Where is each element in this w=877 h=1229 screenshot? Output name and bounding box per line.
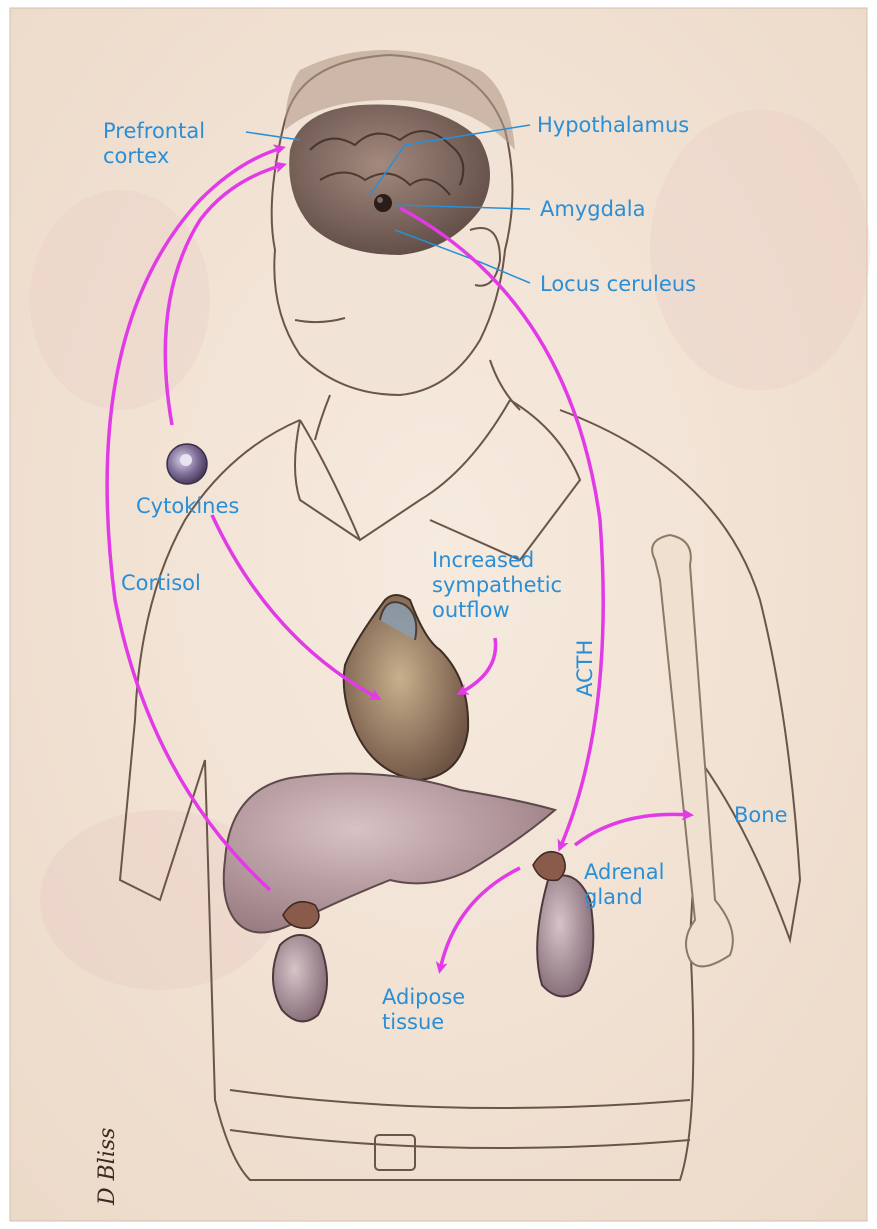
- artist-signature: D Bliss: [95, 1128, 120, 1205]
- label-adipose-tissue: Adipose tissue: [382, 985, 465, 1035]
- label-cortisol: Cortisol: [121, 571, 201, 596]
- cytokine-cell: [167, 444, 207, 484]
- label-amygdala: Amygdala: [540, 197, 645, 222]
- label-locus-ceruleus: Locus ceruleus: [540, 272, 696, 297]
- label-adrenal-gland: Adrenal gland: [584, 860, 664, 910]
- label-increased-sympathetic-outflow: Increased sympathetic outflow: [432, 548, 562, 623]
- amygdala-marker: [374, 194, 392, 212]
- label-acth: ACTH: [573, 640, 597, 697]
- label-hypothalamus: Hypothalamus: [537, 113, 689, 138]
- label-bone: Bone: [734, 803, 787, 828]
- label-cytokines: Cytokines: [136, 494, 239, 519]
- label-prefrontal-cortex: Prefrontal cortex: [103, 119, 205, 169]
